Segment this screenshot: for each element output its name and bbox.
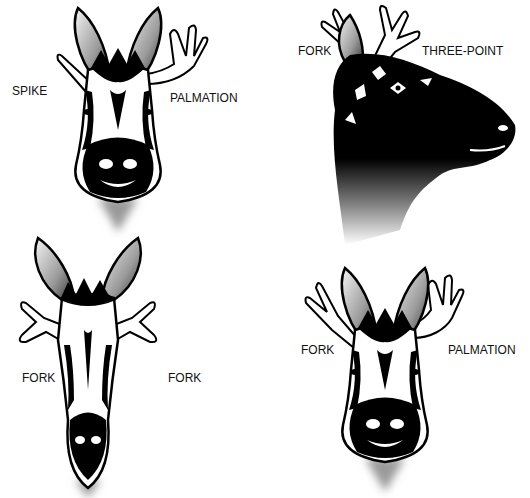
antler-label: FORK	[298, 44, 331, 58]
antler-label: FORK	[301, 343, 334, 357]
moose-head	[58, 8, 208, 232]
moose-head	[20, 238, 157, 498]
moose-head	[321, 6, 515, 245]
antler-label: PALMATION	[170, 91, 238, 105]
antler-label: THREE-POINT	[422, 44, 503, 58]
antler-label: FORK	[22, 371, 55, 385]
moose-head	[306, 268, 464, 492]
antler-label: FORK	[168, 371, 201, 385]
antler-label: PALMATION	[448, 343, 516, 357]
antler-label: SPIKE	[12, 84, 47, 98]
